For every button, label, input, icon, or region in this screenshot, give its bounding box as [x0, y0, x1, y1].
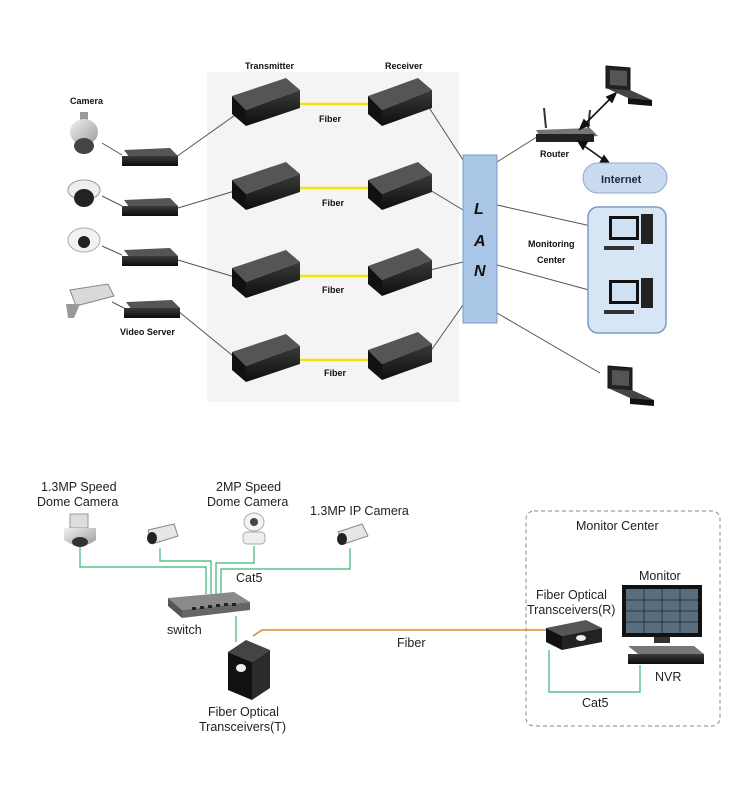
laptop-top-icon [605, 65, 652, 106]
lan-bar [462, 154, 498, 324]
fiber-transceiver-t-icon [228, 640, 270, 700]
lan-letter-n: N [474, 263, 486, 280]
receiver-1 [368, 78, 432, 126]
cam1-label-line1: 1.3MP Speed [41, 480, 117, 494]
rx-label-line1: Fiber Optical [536, 588, 607, 602]
transmitter-label: Transmitter [245, 61, 295, 71]
fiber-line-bottom [252, 629, 548, 637]
lan-letter-a: A [473, 233, 486, 250]
server-to-transmitter-lines [101, 105, 601, 374]
router-arrows [576, 91, 618, 164]
ip-camera-icon [337, 523, 369, 545]
video-server-2 [122, 198, 178, 216]
laptop-bottom-icon [607, 365, 654, 406]
dome-camera-icon [67, 179, 101, 207]
center-label: Center [537, 255, 566, 265]
camera-label: Camera [70, 96, 104, 106]
fiber-label-bottom: Fiber [397, 636, 425, 650]
cat5-camera-lines [79, 546, 641, 693]
tx-label-line1: Fiber Optical [208, 705, 279, 719]
monitor-center-label: Monitor Center [576, 519, 659, 533]
transmitter-devices [232, 78, 300, 382]
top-cameras [66, 112, 115, 318]
receiver-4 [368, 332, 432, 380]
rx-label-line2: Transceivers(R) [527, 603, 615, 617]
transmitter-2 [232, 162, 300, 210]
bullet-camera-2-icon [147, 523, 179, 545]
monitor-icon [622, 585, 702, 643]
cam3-label: 1.3MP IP Camera [310, 504, 409, 518]
bullet-camera-icon [66, 283, 115, 318]
monitor-label: Monitor [639, 569, 681, 583]
ptz-camera-icon [70, 112, 98, 154]
desktop-computer-1-icon [604, 214, 653, 250]
cam1-label-line2: Dome Camera [37, 495, 118, 509]
speed-dome-camera-2-icon [242, 512, 266, 545]
tx-label-line2: Transceivers(T) [199, 720, 286, 734]
receiver-2 [368, 162, 432, 210]
receiver-devices [368, 78, 432, 380]
cat5-label-bottom: Cat5 [582, 696, 608, 710]
cam2-label-line1: 2MP Speed [216, 480, 281, 494]
nvr-label: NVR [655, 670, 681, 684]
video-server-1 [122, 148, 178, 166]
monitor-center-box [525, 510, 721, 727]
monitoring-label: Monitoring [528, 239, 575, 249]
fiber-label-1: Fiber [319, 114, 342, 124]
fiber-label-2: Fiber [322, 198, 345, 208]
speed-dome-camera-1-icon [64, 513, 96, 547]
lan-letter-l: L [474, 201, 484, 218]
switch-label: switch [167, 623, 202, 637]
router-icon [536, 107, 598, 142]
desktop-computer-2-icon [604, 278, 653, 314]
router-label: Router [540, 149, 569, 159]
transmitter-3 [232, 250, 300, 298]
switch-icon [168, 592, 250, 618]
internet-label: Internet [601, 174, 642, 186]
receiver-label: Receiver [385, 61, 423, 71]
fiber-label-3: Fiber [322, 285, 345, 295]
video-server-4 [124, 300, 180, 318]
video-server-label: Video Server [120, 327, 175, 337]
cat5-label-top: Cat5 [236, 571, 262, 585]
receiver-3 [368, 248, 432, 296]
video-servers [122, 148, 180, 318]
video-server-3 [122, 248, 178, 266]
fiber-lines [300, 102, 368, 362]
nvr-icon [628, 646, 704, 664]
fiber-label-4: Fiber [324, 368, 347, 378]
fiber-transceiver-r-icon [546, 620, 602, 650]
internet-cloud [582, 162, 668, 194]
cam2-label-line2: Dome Camera [207, 495, 288, 509]
dome-camera-2-icon [67, 227, 101, 253]
transmitter-4 [232, 334, 300, 382]
transmitter-1 [232, 78, 300, 126]
